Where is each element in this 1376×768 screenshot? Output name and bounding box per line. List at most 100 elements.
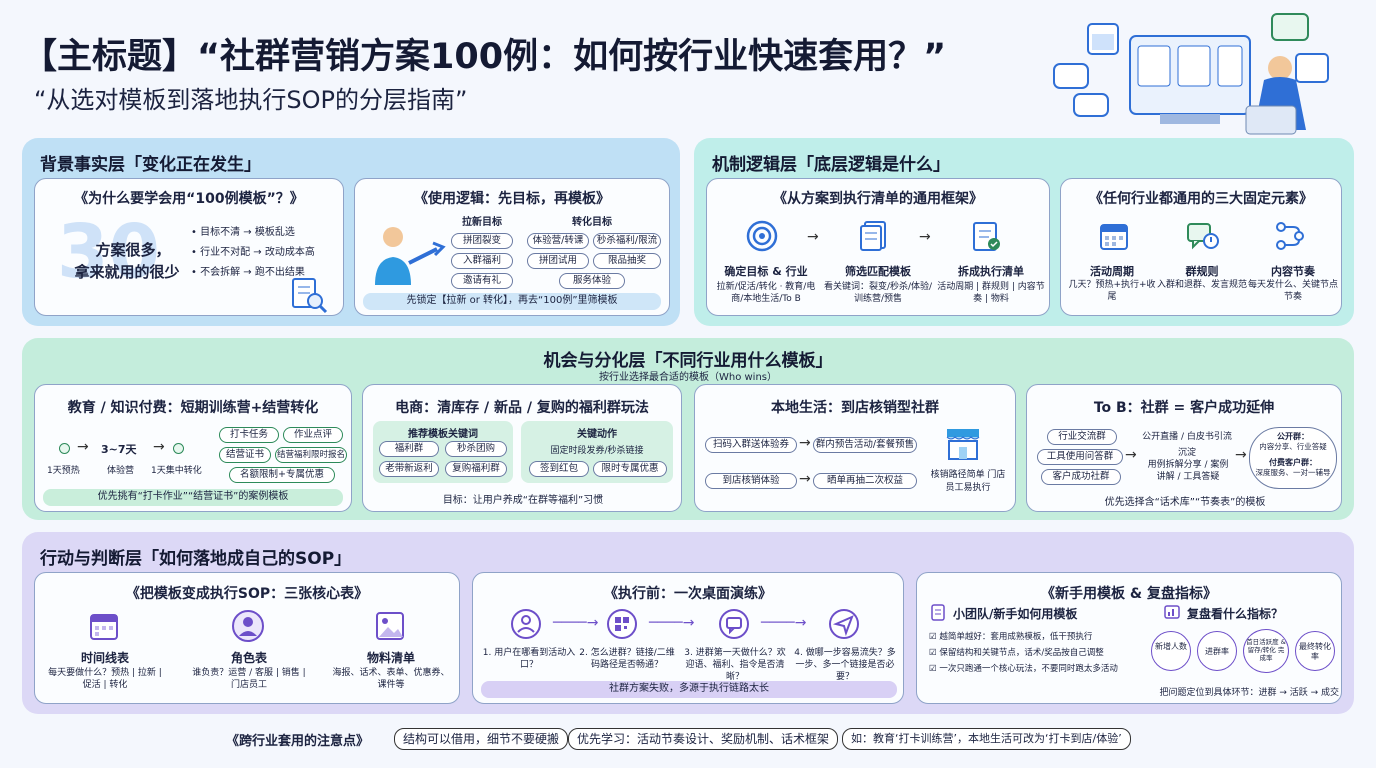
bullet-item: • 不会拆解 → 跑不出结果 — [191, 267, 305, 278]
tag-pill: 打卡任务 — [219, 427, 279, 443]
flow-pill: 到店核销体验 — [705, 473, 797, 489]
arrow-icon: → — [77, 439, 89, 455]
col-title: 关键动作 — [577, 429, 617, 440]
tob-mid: 沉淀 — [1177, 448, 1196, 458]
user-circle-icon — [511, 609, 541, 639]
qrcode-icon — [607, 609, 637, 639]
industry-title: 教育 / 知识付费：短期训练营+结营转化 — [67, 400, 319, 416]
big-number: 30 — [57, 209, 160, 295]
element-desc: 入群和退群、发言规范 — [1157, 280, 1248, 290]
framework-card: 《从方案到执行清单的通用框架》 → → 确定目标 & 行业 拉新/促活/转化 ·… — [706, 178, 1050, 316]
tag-pill: 拼团裂变 — [451, 233, 513, 249]
group-pill: 工具使用问答群 — [1037, 449, 1123, 465]
documents-icon — [860, 221, 886, 251]
industry-card-local: 本地生活：到店核销型社群 扫码入群送体验券 → 群内预告活动/套餐预售 到店核销… — [694, 384, 1016, 512]
newbie-review-card: 《新手用模板 & 复盘指标》 小团队/新手如何用模板 ☑ 越简单越好：套用成熟模… — [916, 572, 1342, 704]
tag-pill: 老带新返利 — [379, 461, 439, 477]
table-label: 物料清单 — [366, 651, 415, 665]
newbie-list: ☑ 越简单越好：套用成熟模板，低干预执行 ☑ 保留结构和关键节点，话术/奖品按自… — [929, 629, 1137, 677]
table-label: 角色表 — [230, 651, 267, 665]
calendar-icon — [90, 614, 118, 640]
metric-circle: 进群率 — [1197, 631, 1237, 671]
group-type-desc: 内容分享、行业答疑 — [1259, 442, 1327, 451]
table-label: 时间线表 — [80, 651, 129, 665]
element-label: 活动周期 — [1090, 265, 1134, 278]
why-templates-title: 《为什么要学会用“100例模板”？》 — [74, 191, 304, 207]
element-label: 内容节奏 — [1271, 265, 1315, 278]
tag-pill: 作业点评 — [283, 427, 343, 443]
element-desc: 每天发什么、关键节点节奏 — [1247, 280, 1338, 302]
col-title: 推荐模板关键词 — [408, 429, 478, 440]
step-desc: 拉新/促活/转化 · 教育/电商/本地生活/To B — [716, 282, 816, 304]
bullet-item: • 行业不对配 → 改动成本高 — [191, 247, 315, 258]
group-pill: 行业交流群 — [1047, 429, 1117, 445]
footer-pill: 优先学习：活动节奏设计、奖励机制、话术框架 — [568, 728, 839, 750]
user-icon — [232, 610, 264, 642]
industry-note: 优先选择含“话术库”“节奏表”的模板 — [1104, 497, 1266, 508]
flow-step: 1天集中转化 — [151, 466, 202, 476]
col2-title: 转化目标 — [572, 217, 612, 228]
metric-circle: 最终转化率 — [1295, 631, 1335, 671]
group-type-desc: 深度服务、一对一辅导 — [1255, 468, 1331, 477]
tob-mid: 公开直播 / 白皮书引流 — [1142, 432, 1232, 442]
calendar-icon — [1100, 224, 1128, 250]
flow-mid: 体验营 — [107, 466, 135, 476]
framework-title: 《从方案到执行清单的通用框架》 — [773, 191, 983, 207]
col1-title: 拉新目标 — [462, 217, 502, 228]
industry-title: 电商：清库存 / 新品 / 复购的福利群玩法 — [395, 400, 649, 416]
tag-pill: 福利群 — [379, 441, 439, 457]
usage-note: 先锁定【拉新 or 转化】，再去“100例”里筛模板 — [363, 293, 661, 310]
rehearsal-step: 4. 做哪一步容易流失？多一步、多一个链接是否必要？ — [794, 648, 896, 682]
check-item: ☑ 一次只跑通一个核心玩法，不要同时跑太多活动 — [929, 664, 1118, 674]
arrow-icon: ────→ — [553, 615, 599, 631]
review-subtitle: 复盘看什么指标？ — [1187, 607, 1284, 621]
flow-pill: 群内预告活动/套餐预售 — [813, 437, 917, 453]
chart-board-icon — [1164, 605, 1180, 619]
store-icon — [946, 429, 980, 460]
checklist-icon — [973, 222, 1000, 251]
step-label: 筛选匹配模板 — [845, 265, 911, 278]
newbie-subtitle: 小团队/新手如何用模板 — [953, 607, 1078, 621]
why-bullets: • 目标不清 → 模板乱选 • 行业不对配 → 改动成本高 • 不会拆解 → 跑… — [191, 223, 315, 283]
fixed-elements-title: 《任何行业都通用的三大固定元素》 — [1089, 191, 1313, 207]
send-icon — [829, 609, 859, 639]
hero-illustration — [1053, 13, 1329, 135]
person-pointing-icon — [375, 227, 446, 285]
layer4-title: 行动与判断层「如何落地成自己的SOP」 — [40, 549, 352, 569]
tob-mid: 用例拆解分享 / 案例讲解 / 工具答疑 — [1147, 460, 1229, 482]
rehearsal-note: 社群方案失败，多源于执行链路太长 — [481, 681, 897, 698]
element-desc: 几天？预热+执行+收尾 — [1068, 280, 1156, 302]
tag-pill: 结营福利限时报名 — [275, 447, 347, 463]
flow-pill: 扫码入群送体验券 — [705, 437, 797, 453]
page-title: 【主标题】“社群营销方案100例：如何按行业快速套用？” — [22, 37, 947, 77]
rehearsal-step: 2. 怎么进群？链接/二维码路径是否畅通？ — [579, 648, 675, 670]
step-desc: 活动周期 | 群规则 | 内容节奏 | 物料 — [937, 282, 1045, 304]
rehearsal-step: 3. 进群第一天做什么？欢迎语、福利、指令是否清晰？ — [684, 648, 786, 682]
metric-circle: 新增人数 — [1151, 631, 1191, 671]
tag-pill: 复购福利群 — [445, 461, 507, 477]
tag-pill: 入群福利 — [451, 253, 513, 269]
group-pill: 客户成功社群 — [1041, 469, 1121, 485]
layer1-title: 背景事实层「变化正在发生」 — [40, 155, 261, 175]
layer3-subtitle: 按行业选择最合适的模板（Who wins） — [598, 372, 778, 383]
timeline-dot — [59, 443, 70, 454]
group-type-title: 公开群： — [1277, 432, 1309, 441]
arrow-icon: → — [799, 471, 811, 487]
chat-alert-icon — [1187, 223, 1219, 250]
footer-pill: 结构可以借用，细节不要硬搬 — [394, 728, 569, 750]
sop-tables-card: 《把模板变成执行SOP：三张核心表》 时间线表 每天要做什么？预热 | 拉新 |… — [34, 572, 460, 704]
arrow-icon: → — [799, 435, 811, 451]
flow-step: 1天预热 — [47, 466, 80, 476]
industry-card-ecommerce: 电商：清库存 / 新品 / 复购的福利群玩法 推荐模板关键词 福利群 秒杀团购 … — [362, 384, 682, 512]
step-label: 拆成执行清单 — [958, 265, 1024, 278]
footer-pill: 如：教育‘打卡训练营’，本地生活可改为‘打卡到店/体验’ — [842, 728, 1131, 750]
tag-pill: 限品抽奖 — [593, 253, 661, 269]
check-item: ☑ 保留结构和关键节点，话术/奖品按自己调整 — [929, 648, 1104, 658]
target-icon — [746, 220, 778, 252]
table-desc: 谁负责？运营 / 客服 | 销售 | 门店员工 — [192, 668, 306, 690]
arrow-icon: ────→ — [649, 615, 695, 631]
flow-nodes-icon — [1276, 222, 1304, 250]
action-text: 固定时段发券/秒杀链接 — [550, 446, 644, 456]
tag-pill: 体验营/转课 — [527, 233, 589, 249]
footer-label: 《跨行业套用的注意点》 — [226, 734, 370, 749]
